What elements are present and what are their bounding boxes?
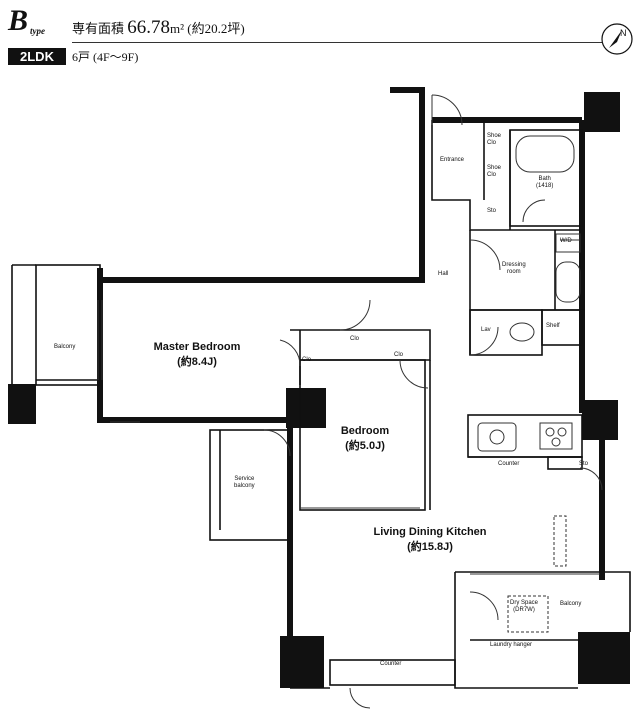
shoe-clo-1-label: Shoe Clo: [487, 133, 502, 146]
master-bedroom-label: Master Bedroom (約8.4J): [132, 340, 262, 370]
area-info: 専有面積 66.78m² (約20.2坪): [72, 17, 245, 39]
compass-icon: N: [601, 23, 633, 55]
sto-2-label: Sto: [579, 461, 589, 467]
plan-header: B type 専有面積 66.78m² (約20.2坪) 2LDK 6戸 (4F…: [0, 0, 640, 70]
type-suffix: type: [30, 26, 45, 36]
laundry-hanger-label: Laundry hanger: [490, 642, 533, 648]
clo-2-label: Clo: [394, 352, 404, 358]
area-value: 66.78: [127, 17, 171, 38]
compass-label: N: [620, 28, 627, 38]
shoe-clo-2-label: Shoe Clo: [487, 165, 502, 178]
entrance-label: Entrance: [440, 157, 465, 163]
shelf-label: Shelf: [546, 323, 560, 329]
balcony-left-label: Balcony: [54, 344, 76, 350]
ldk-name: Living Dining Kitchen: [373, 526, 487, 538]
bath-label: Bath (1418): [536, 176, 554, 189]
fixtures: [477, 135, 581, 633]
counter-bottom-label: Counter: [380, 661, 402, 667]
window-rails: [97, 300, 600, 575]
area-label: 専有面積: [72, 21, 125, 36]
area-tsubo: (約20.2坪): [187, 21, 245, 36]
inner-walls: [11, 120, 631, 689]
hall-label: Hall: [438, 271, 449, 277]
clo-3-label: Clo: [302, 357, 312, 363]
area-unit: m²: [170, 21, 185, 36]
clo-1-label: Clo: [350, 336, 360, 342]
type-letter: B: [8, 4, 29, 37]
master-bedroom-size: (約8.4J): [177, 356, 217, 368]
service-balcony-label: Service balcony: [234, 476, 255, 489]
sto-1-label: Sto: [487, 208, 497, 214]
balcony-right-label: Balcony: [560, 601, 582, 607]
layout-badge: 2LDK: [8, 48, 66, 65]
ldk-size: (約15.8J): [407, 541, 453, 553]
structural-columns: [8, 92, 630, 688]
dry-space-label: Dry Space (DR7W): [510, 600, 539, 613]
bedroom-label: Bedroom (約5.0J): [320, 424, 410, 454]
header-rule: [72, 42, 602, 43]
wd-label: W/D: [560, 238, 572, 244]
counter-kitchen-label: Counter: [498, 461, 520, 467]
ldk-label: Living Dining Kitchen (約15.8J): [360, 525, 500, 555]
lav-label: Lav: [481, 327, 491, 333]
door-swings: [263, 94, 603, 709]
master-bedroom-name: Master Bedroom: [153, 341, 241, 353]
units-info: 6戸 (4F～9F): [72, 50, 139, 64]
bedroom-size: (約5.0J): [345, 440, 385, 452]
dressing-room-label: Dressing room: [502, 262, 526, 275]
bedroom-name: Bedroom: [340, 425, 390, 437]
